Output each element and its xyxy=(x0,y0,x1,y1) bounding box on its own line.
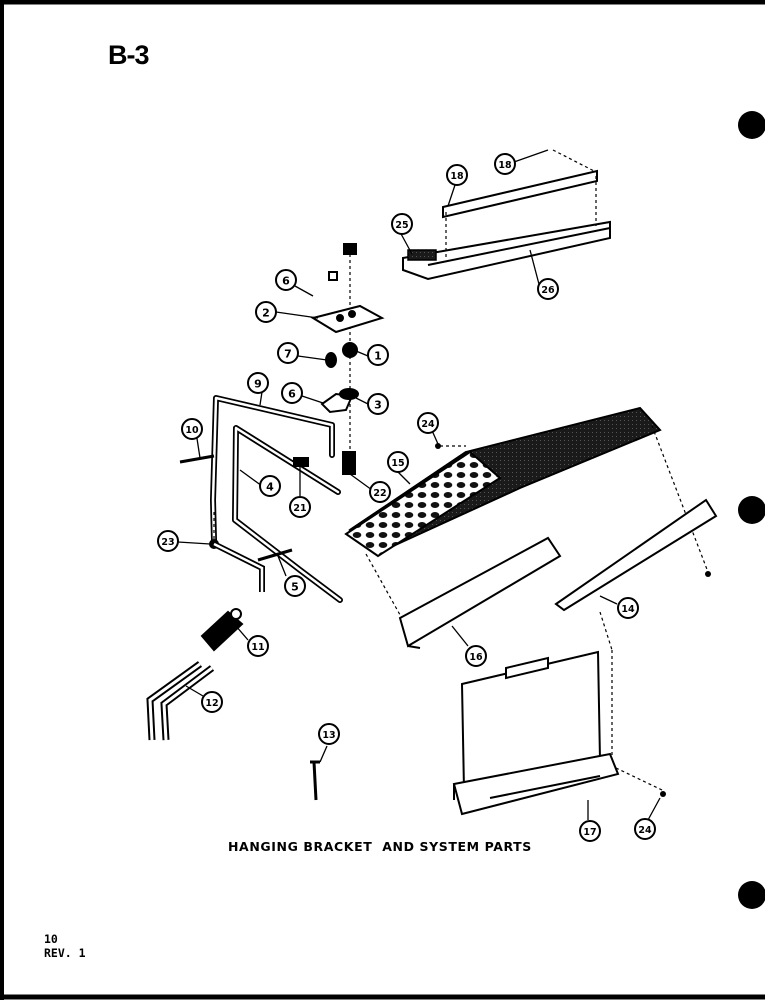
svg-text:7: 7 xyxy=(284,348,292,361)
callout-11: 11 xyxy=(247,635,269,657)
svg-text:21: 21 xyxy=(293,503,306,514)
evaporator-coil xyxy=(344,406,662,558)
callout-26: 26 xyxy=(537,278,559,300)
section-title: B-3 xyxy=(108,40,150,70)
system-tubing-inner xyxy=(211,396,342,602)
callout-6-lower: 6 xyxy=(281,382,303,404)
svg-text:18: 18 xyxy=(498,160,512,171)
mounting-screw xyxy=(310,760,320,801)
callout-15: 15 xyxy=(387,451,409,473)
revision-label: REV. 1 xyxy=(44,946,86,960)
svg-text:24: 24 xyxy=(421,419,435,430)
drain-channels xyxy=(398,498,718,649)
callout-25: 25 xyxy=(391,213,413,235)
callout-16: 16 xyxy=(465,645,487,667)
svg-text:26: 26 xyxy=(541,285,555,296)
svg-text:17: 17 xyxy=(583,827,596,838)
svg-text:3: 3 xyxy=(374,399,382,412)
svg-text:13: 13 xyxy=(322,730,335,741)
callout-18-left: 18 xyxy=(446,164,468,186)
svg-text:12: 12 xyxy=(205,698,218,709)
binder-hole-middle xyxy=(738,496,765,524)
callout-14: 14 xyxy=(617,597,639,619)
svg-text:25: 25 xyxy=(395,220,408,231)
callout-6-top: 6 xyxy=(275,269,297,291)
page-number: 10 xyxy=(44,932,58,946)
svg-text:16: 16 xyxy=(469,652,483,663)
binder-hole-top xyxy=(738,111,765,139)
svg-text:18: 18 xyxy=(450,171,464,182)
callout-4: 4 xyxy=(259,475,281,497)
hanger-plate-assembly xyxy=(310,243,385,460)
service-valve-and-hose xyxy=(146,512,265,741)
callout-leaders xyxy=(177,149,661,821)
callout-bubbles: 1 2 3 4 5 6 6 7 9 10 11 12 13 14 15 16 1… xyxy=(157,153,656,842)
callout-18-right: 18 xyxy=(494,153,516,175)
callout-24-bottom: 24 xyxy=(634,818,656,840)
svg-text:22: 22 xyxy=(373,488,386,499)
svg-text:15: 15 xyxy=(391,458,404,469)
callout-2: 2 xyxy=(255,301,277,323)
svg-text:24: 24 xyxy=(638,825,652,836)
svg-text:23: 23 xyxy=(161,537,174,548)
callout-5: 5 xyxy=(284,575,306,597)
bracket-dashed-guides xyxy=(445,149,597,258)
svg-text:6: 6 xyxy=(282,275,290,288)
svg-text:1: 1 xyxy=(374,350,382,363)
system-tubing xyxy=(210,395,343,603)
tubing-fittings xyxy=(179,451,356,562)
svg-text:5: 5 xyxy=(291,581,299,594)
callout-13: 13 xyxy=(318,723,340,745)
svg-text:6: 6 xyxy=(288,388,296,401)
callout-3: 3 xyxy=(367,393,389,415)
svg-text:2: 2 xyxy=(262,307,270,320)
svg-text:4: 4 xyxy=(266,481,274,494)
callout-23: 23 xyxy=(157,530,179,552)
drain-pan-housing xyxy=(452,650,620,816)
callout-10: 10 xyxy=(181,418,203,440)
svg-text:14: 14 xyxy=(621,604,635,615)
callout-21: 21 xyxy=(289,496,311,518)
svg-text:11: 11 xyxy=(251,642,264,653)
callout-17: 17 xyxy=(579,820,601,842)
callout-7: 7 xyxy=(277,342,299,364)
callout-1: 1 xyxy=(367,344,389,366)
callout-24-top: 24 xyxy=(417,412,439,434)
diagram-caption: HANGING BRACKET AND SYSTEM PARTS xyxy=(228,839,532,854)
callout-12: 12 xyxy=(201,691,223,713)
svg-text:9: 9 xyxy=(254,378,262,391)
callout-22: 22 xyxy=(369,481,391,503)
callout-9: 9 xyxy=(247,372,269,394)
binder-hole-bottom xyxy=(738,881,765,909)
hanging-bracket-upper xyxy=(402,169,611,281)
svg-text:10: 10 xyxy=(185,425,199,436)
coil-dashed-guides xyxy=(365,425,709,623)
